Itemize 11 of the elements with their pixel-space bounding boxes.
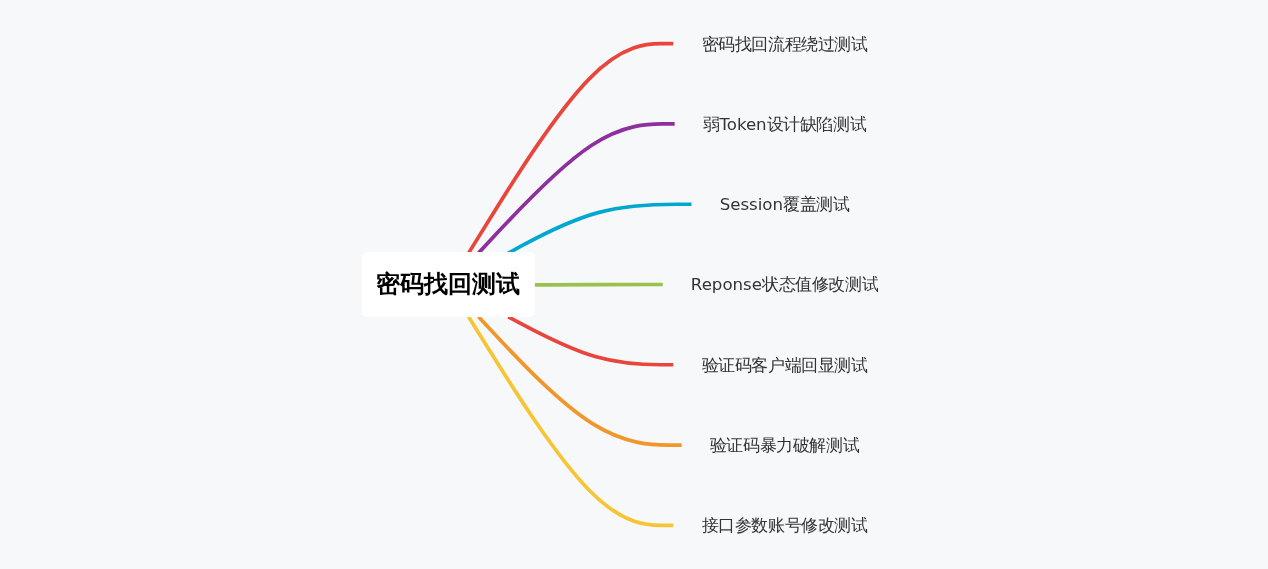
connector (534, 282, 663, 287)
connector (466, 315, 674, 528)
node-text: 弱Token设计缺陷测试 (702, 114, 867, 134)
node-text: 密码找回流程绕过测试 (701, 33, 868, 54)
node-text: Session覆盖测试 (719, 194, 850, 214)
connector (476, 315, 682, 447)
connector (507, 315, 674, 367)
node-text: 接口参数账号修改测试 (701, 515, 868, 535)
node-text: Reponse状态值修改测试 (690, 274, 879, 295)
node-text: 验证码暴力破解测试 (709, 435, 860, 455)
node-text: 验证码客户端回显测试 (701, 355, 868, 375)
